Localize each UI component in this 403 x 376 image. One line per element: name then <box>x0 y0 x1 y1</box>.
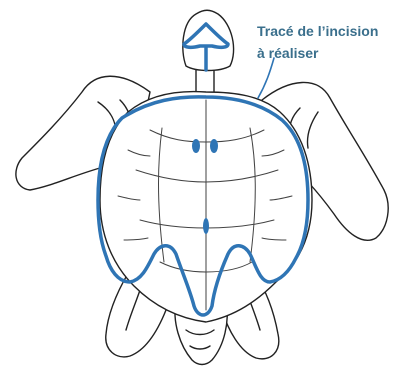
annotation-line-2: à réaliser <box>257 42 397 64</box>
annotation-leader-line <box>258 58 274 98</box>
organ-mark <box>203 218 209 234</box>
incision-annotation: Tracé de l’incision à réaliser <box>257 20 397 64</box>
annotation-line-1: Tracé de l’incision <box>257 20 397 42</box>
organ-mark <box>192 139 200 153</box>
organ-mark <box>210 139 218 153</box>
